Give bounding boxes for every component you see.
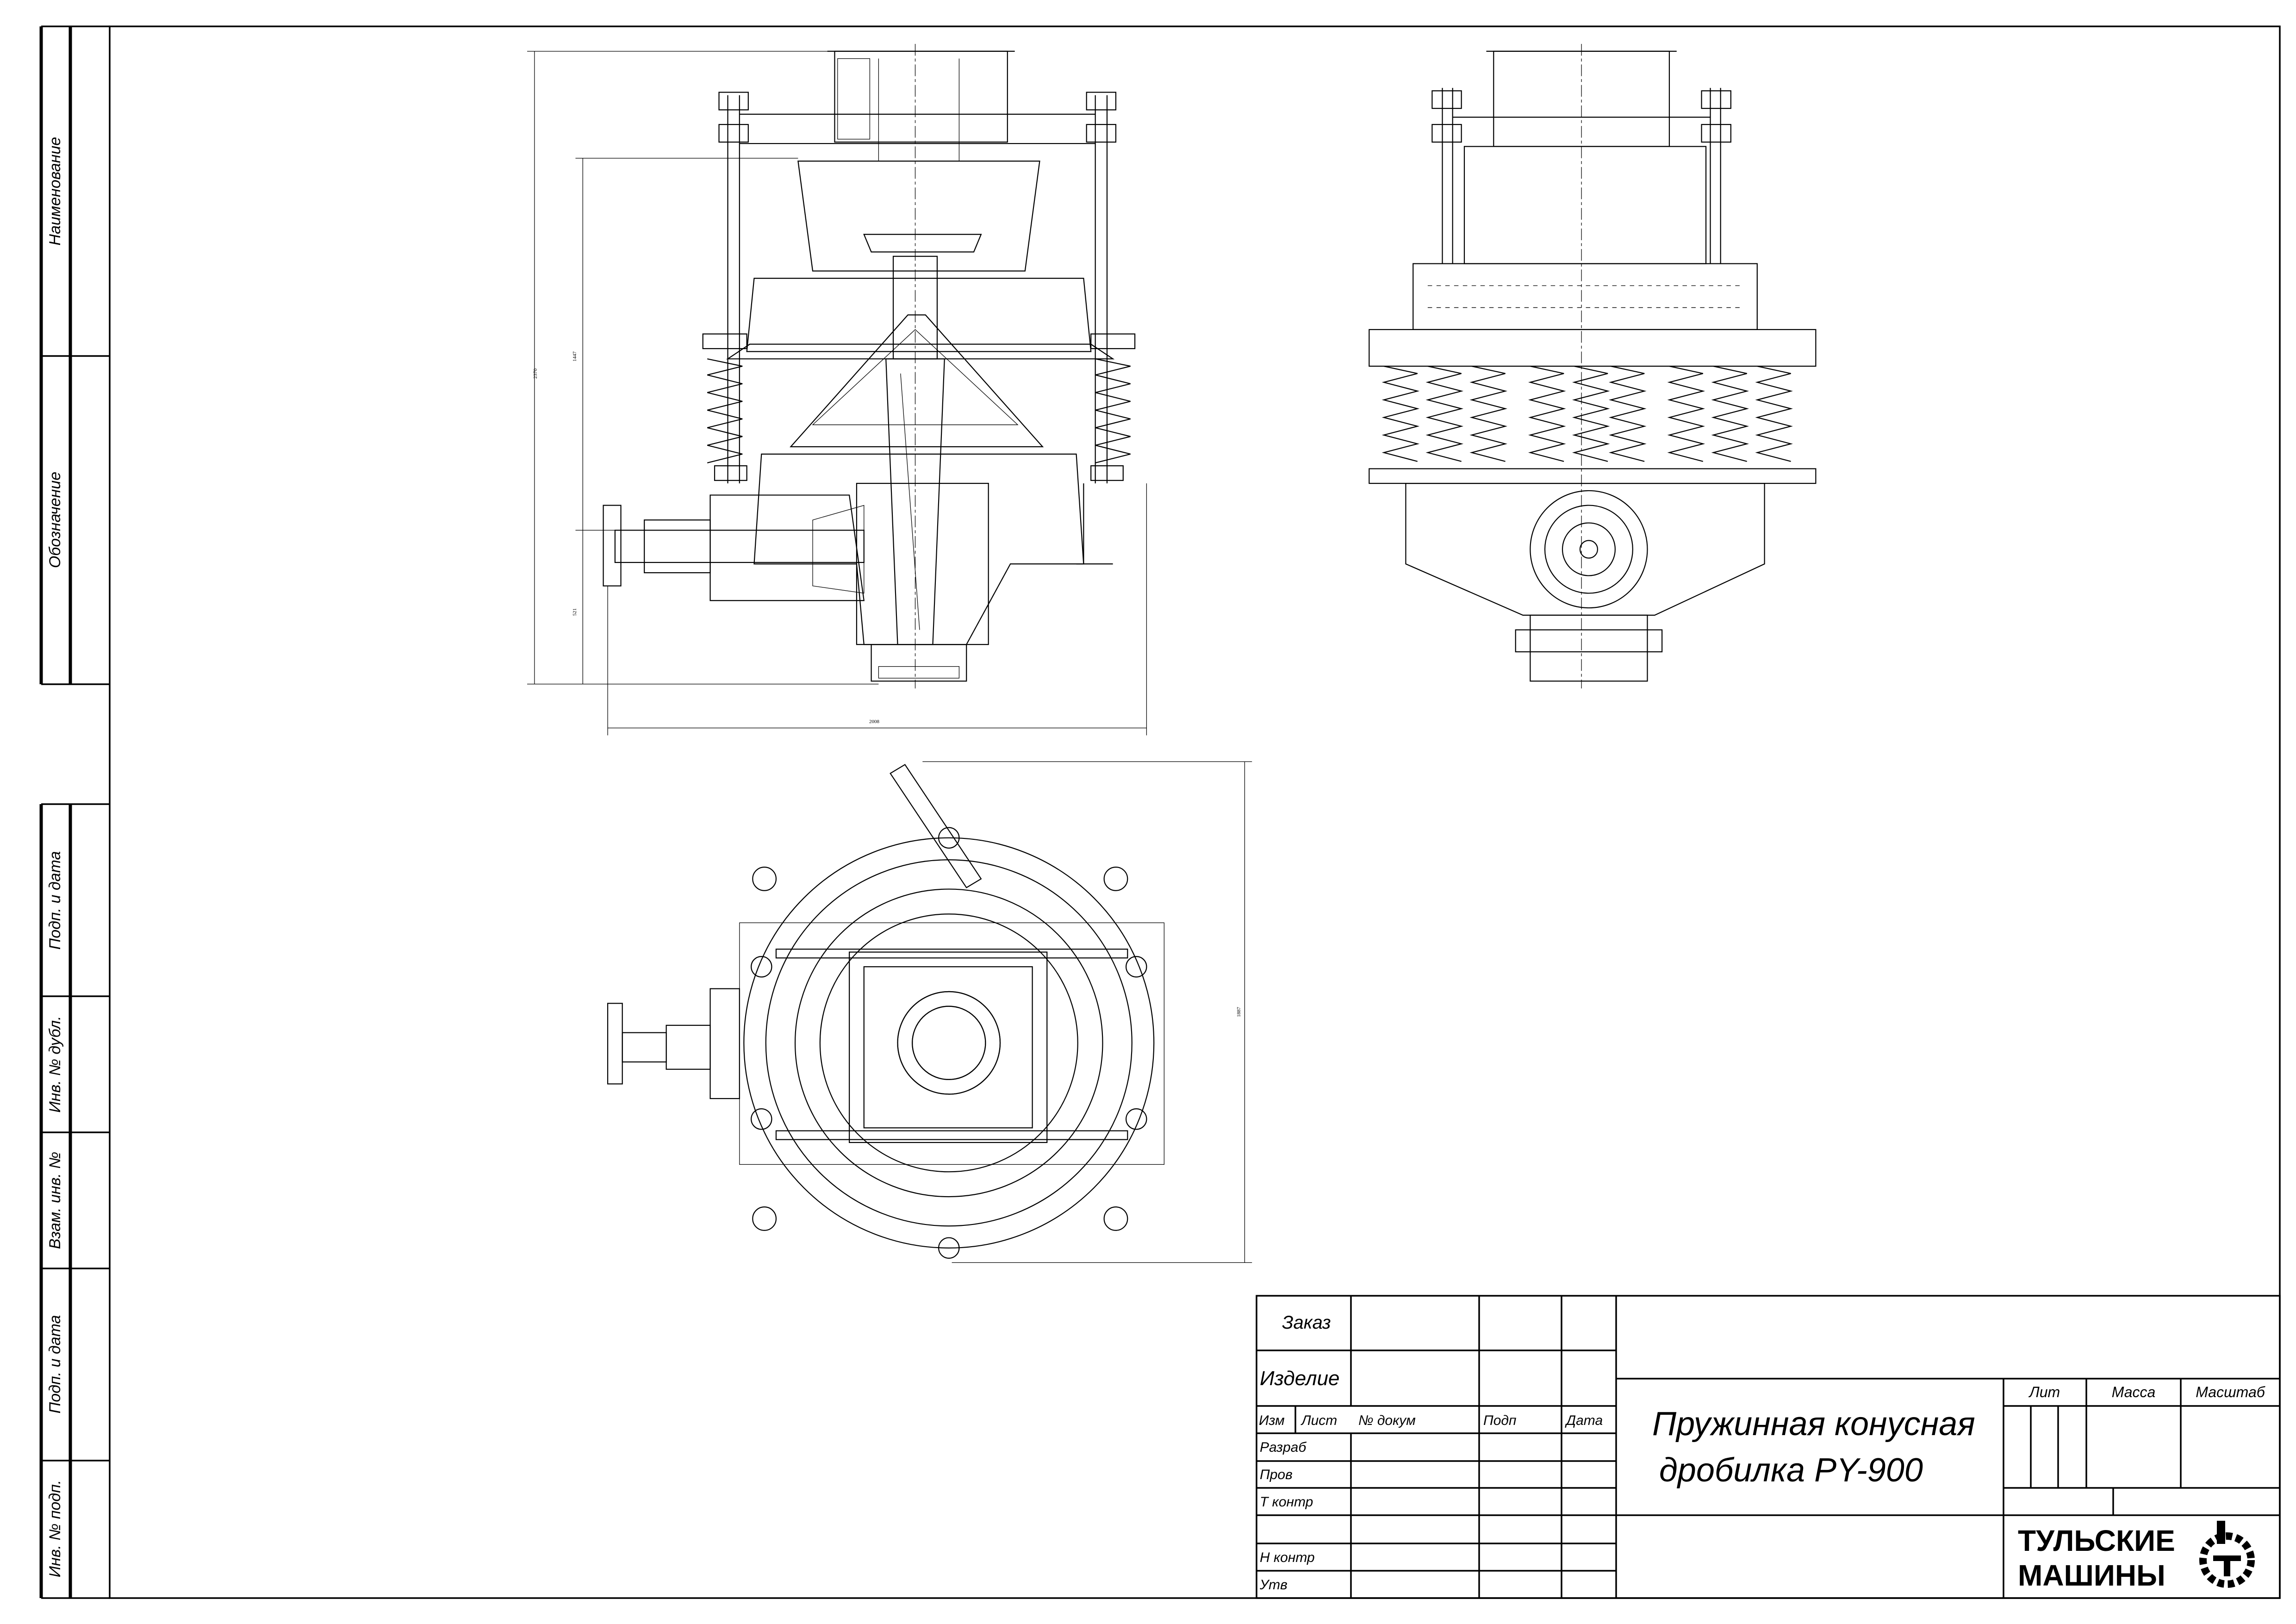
dimension-plan-depth: 1887 — [1236, 1007, 1242, 1018]
role-developer: Разраб — [1260, 1440, 1307, 1455]
lit-label: Лит — [2028, 1384, 2060, 1400]
dimension-lower-height: 521 — [572, 608, 578, 616]
col-doc-no: № докум — [1358, 1413, 1416, 1428]
stamp-dup-inv-label: Инв. № дубл. — [46, 1016, 64, 1112]
stamp-sign-date-label: Подп. и дата — [46, 851, 64, 950]
drawing-title-line2: дробилка PY-900 — [1659, 1452, 1923, 1489]
dimension-upper-height: 1447 — [572, 351, 578, 362]
front-section-view — [603, 44, 1136, 689]
dimension-lines — [527, 51, 1252, 1263]
side-view — [1369, 44, 1817, 689]
col-sign: Подп — [1483, 1413, 1517, 1428]
title-block: Заказ Изделие Изм Лист № докум Подп Дата… — [1256, 1295, 2281, 1599]
gear-emblem-icon — [2199, 1521, 2255, 1588]
stamp-repl-inv-label: Взам. инв. № — [46, 1152, 64, 1249]
order-label: Заказ — [1282, 1312, 1331, 1333]
stamp-sign-date-label-2: Подп. и дата — [46, 1315, 64, 1414]
stamp-orig-inv-label: Инв. № подп. — [46, 1480, 64, 1578]
top-view — [607, 764, 1165, 1259]
col-list: Лист — [1300, 1413, 1337, 1428]
stamp-name-label: Наименование — [46, 137, 64, 246]
col-date: Дата — [1565, 1413, 1603, 1428]
product-label: Изделие — [1260, 1367, 1340, 1390]
company-logo: ТУЛЬСКИЕ МАШИНЫ — [2018, 1521, 2255, 1592]
dimension-overall-height: 2370 — [533, 369, 538, 379]
stamp-designation-label: Обозначение — [46, 472, 64, 568]
role-checker: Пров — [1260, 1467, 1293, 1482]
company-name-line2: МАШИНЫ — [2018, 1559, 2165, 1592]
role-approved: Утв — [1259, 1577, 1288, 1593]
col-izm: Изм — [1259, 1413, 1285, 1428]
role-tech-control: Т контр — [1260, 1494, 1313, 1510]
dimension-width: 2008 — [869, 719, 880, 725]
role-norm-control: Н контр — [1260, 1550, 1315, 1565]
drawing-frame — [109, 25, 2281, 1599]
company-name-line1: ТУЛЬСКИЕ — [2018, 1524, 2175, 1557]
mass-label: Масса — [2112, 1384, 2156, 1400]
side-stamp: Наименование Обозначение Подп. и дата Ин… — [39, 25, 110, 1599]
scale-label: Масштаб — [2196, 1384, 2265, 1400]
drawing-title-line1: Пружинная конусная — [1652, 1405, 1975, 1443]
